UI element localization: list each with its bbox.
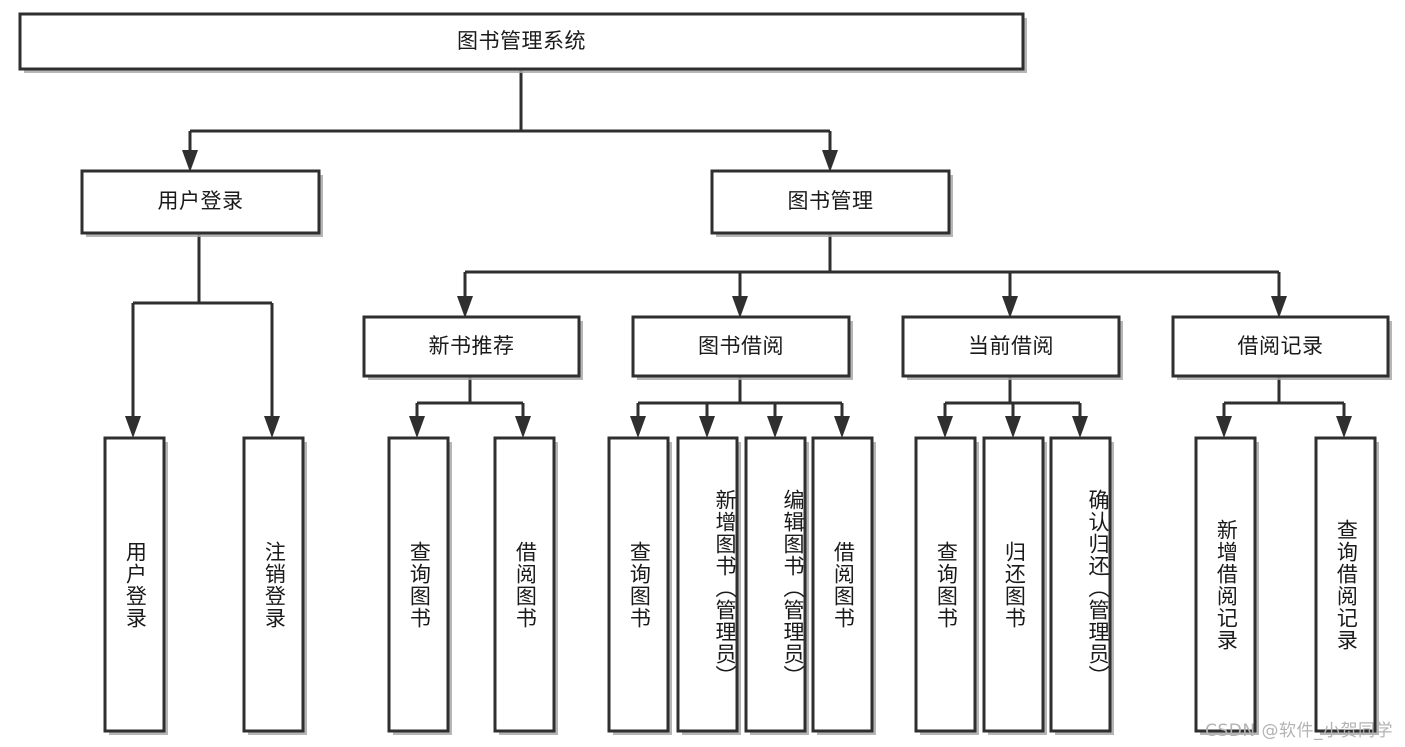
node-current-borrow[interactable]: [901, 315, 1121, 378]
arrow-bookmgmt-new: [457, 296, 473, 318]
arrow-new-leaf2: [515, 416, 531, 438]
leaf-node-8[interactable]: [811, 436, 874, 733]
leaf-node-10[interactable]: [982, 436, 1045, 733]
arrow-record-leaf1: [1216, 416, 1232, 438]
node-new-book-recommend[interactable]: [362, 315, 581, 378]
arrow-current-leaf1: [937, 416, 953, 438]
leaf-node-2[interactable]: [242, 436, 305, 733]
leaf-node-1[interactable]: [103, 436, 166, 733]
arrow-current-leaf2: [1005, 416, 1021, 438]
arrow-bookmgmt-record: [1271, 296, 1287, 318]
arrow-borrow-leaf3: [767, 416, 783, 438]
arrow-login-leaf2: [264, 416, 280, 438]
arrow-borrow-leaf4: [834, 416, 850, 438]
node-user-login[interactable]: [80, 169, 321, 235]
leaf-node-7[interactable]: [744, 436, 807, 733]
arrow-new-leaf1: [409, 416, 425, 438]
node-book-management[interactable]: [710, 169, 951, 235]
connector-group: [125, 68, 1352, 438]
arrow-bookmgmt-current: [1002, 296, 1018, 318]
arrow-root-to-bookmgmt: [822, 150, 838, 172]
arrow-borrow-leaf1: [630, 416, 646, 438]
arrow-bookmgmt-borrow: [732, 296, 748, 318]
arrow-current-leaf3: [1072, 416, 1088, 438]
box-group: [18, 12, 1390, 733]
leaf-node-9[interactable]: [914, 436, 977, 733]
leaf-node-11[interactable]: [1049, 436, 1112, 733]
node-borrow-record[interactable]: [1171, 315, 1390, 378]
arrow-borrow-leaf2: [699, 416, 715, 438]
leaf-node-12[interactable]: [1194, 436, 1257, 733]
arrow-record-leaf2: [1336, 416, 1352, 438]
leaf-node-13[interactable]: [1314, 436, 1377, 733]
leaf-node-4[interactable]: [493, 436, 556, 733]
leaf-node-5[interactable]: [607, 436, 670, 733]
node-book-borrow[interactable]: [631, 315, 851, 378]
node-root[interactable]: [18, 12, 1025, 71]
leaf-node-3[interactable]: [387, 436, 450, 733]
arrow-root-to-login: [182, 150, 198, 172]
arrow-login-leaf1: [125, 416, 141, 438]
leaf-node-6[interactable]: [676, 436, 739, 733]
